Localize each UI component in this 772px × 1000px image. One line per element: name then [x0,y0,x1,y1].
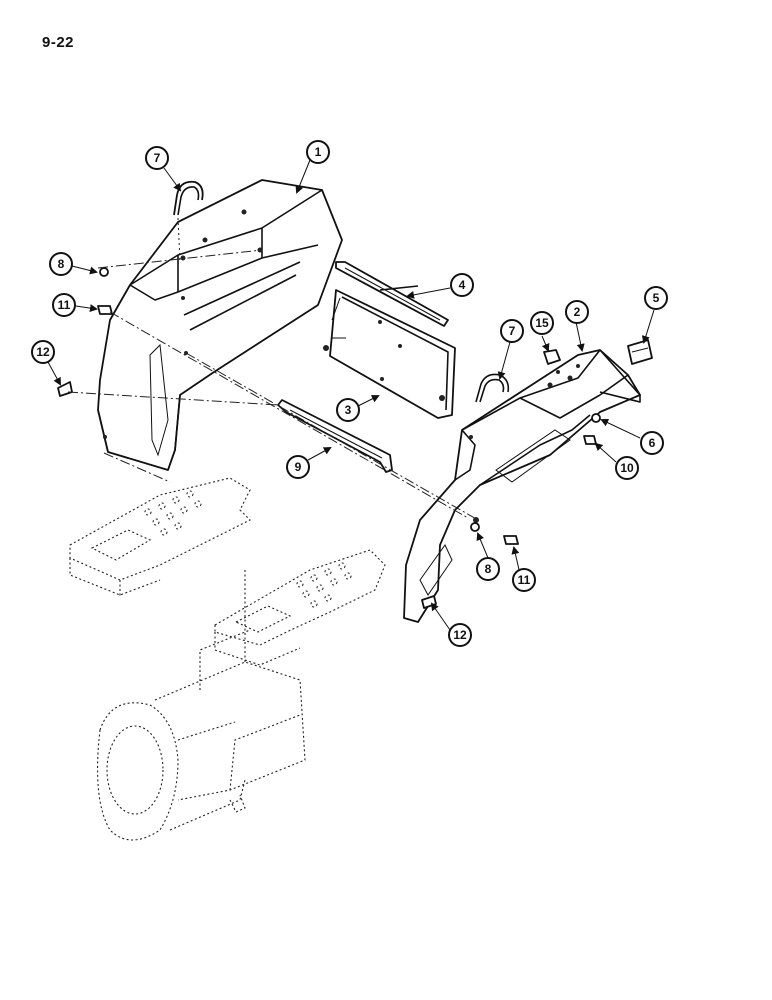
callout-10: 10 [615,456,639,480]
fastener-10 [583,435,597,445]
fastener-12-left [57,381,73,397]
callout-12-left: 12 [31,340,55,364]
rear-panel [323,289,456,419]
svg-text:6: 6 [649,436,656,450]
callout-11-left: 11 [52,293,76,317]
svg-text:9: 9 [295,460,302,474]
svg-text:2: 2 [574,305,581,319]
weatherstrip [335,261,449,327]
phantom-platform-left [69,477,251,597]
phantom-platform-right [214,549,386,666]
callout-3: 3 [336,398,360,422]
fastener-8-left [99,267,109,277]
callout-8-right: 8 [476,557,500,581]
callout-9: 9 [286,455,310,479]
reflector-plate [627,339,653,365]
callout-7-left: 7 [145,146,169,170]
callout-6: 6 [640,431,664,455]
left-fender [97,179,343,471]
svg-text:11: 11 [518,573,531,587]
callout-12-right: 12 [448,623,472,647]
svg-text:8: 8 [485,562,492,576]
svg-text:3: 3 [345,403,352,417]
callout-7-right: 7 [500,319,524,343]
svg-text:10: 10 [620,461,634,475]
callout-11-right: 11 [512,568,536,592]
left-grab-handle [173,180,204,216]
callout-1: 1 [306,140,330,164]
fastener-11-left [97,305,113,315]
callout-5: 5 [644,286,668,310]
callout-8-left: 8 [49,252,73,276]
svg-text:4: 4 [459,278,466,292]
right-grab-handle [475,373,510,403]
plug-cap [543,349,561,365]
svg-text:8: 8 [58,257,65,271]
svg-text:15: 15 [535,316,549,330]
fastener-6 [591,413,601,423]
svg-text:7: 7 [509,324,516,338]
page-number: 9-22 [42,34,75,51]
support-rod [277,399,393,473]
svg-text:7: 7 [154,151,161,165]
svg-text:5: 5 [653,291,660,305]
svg-text:12: 12 [36,345,50,359]
svg-text:11: 11 [58,298,71,312]
callout-4: 4 [450,273,474,297]
fastener-11-right [503,535,519,545]
phantom-transmission [97,568,306,841]
callout-2: 2 [565,300,589,324]
svg-text:1: 1 [315,145,322,159]
callout-15: 15 [530,311,554,335]
fastener-8-right [470,522,480,532]
svg-text:12: 12 [453,628,467,642]
